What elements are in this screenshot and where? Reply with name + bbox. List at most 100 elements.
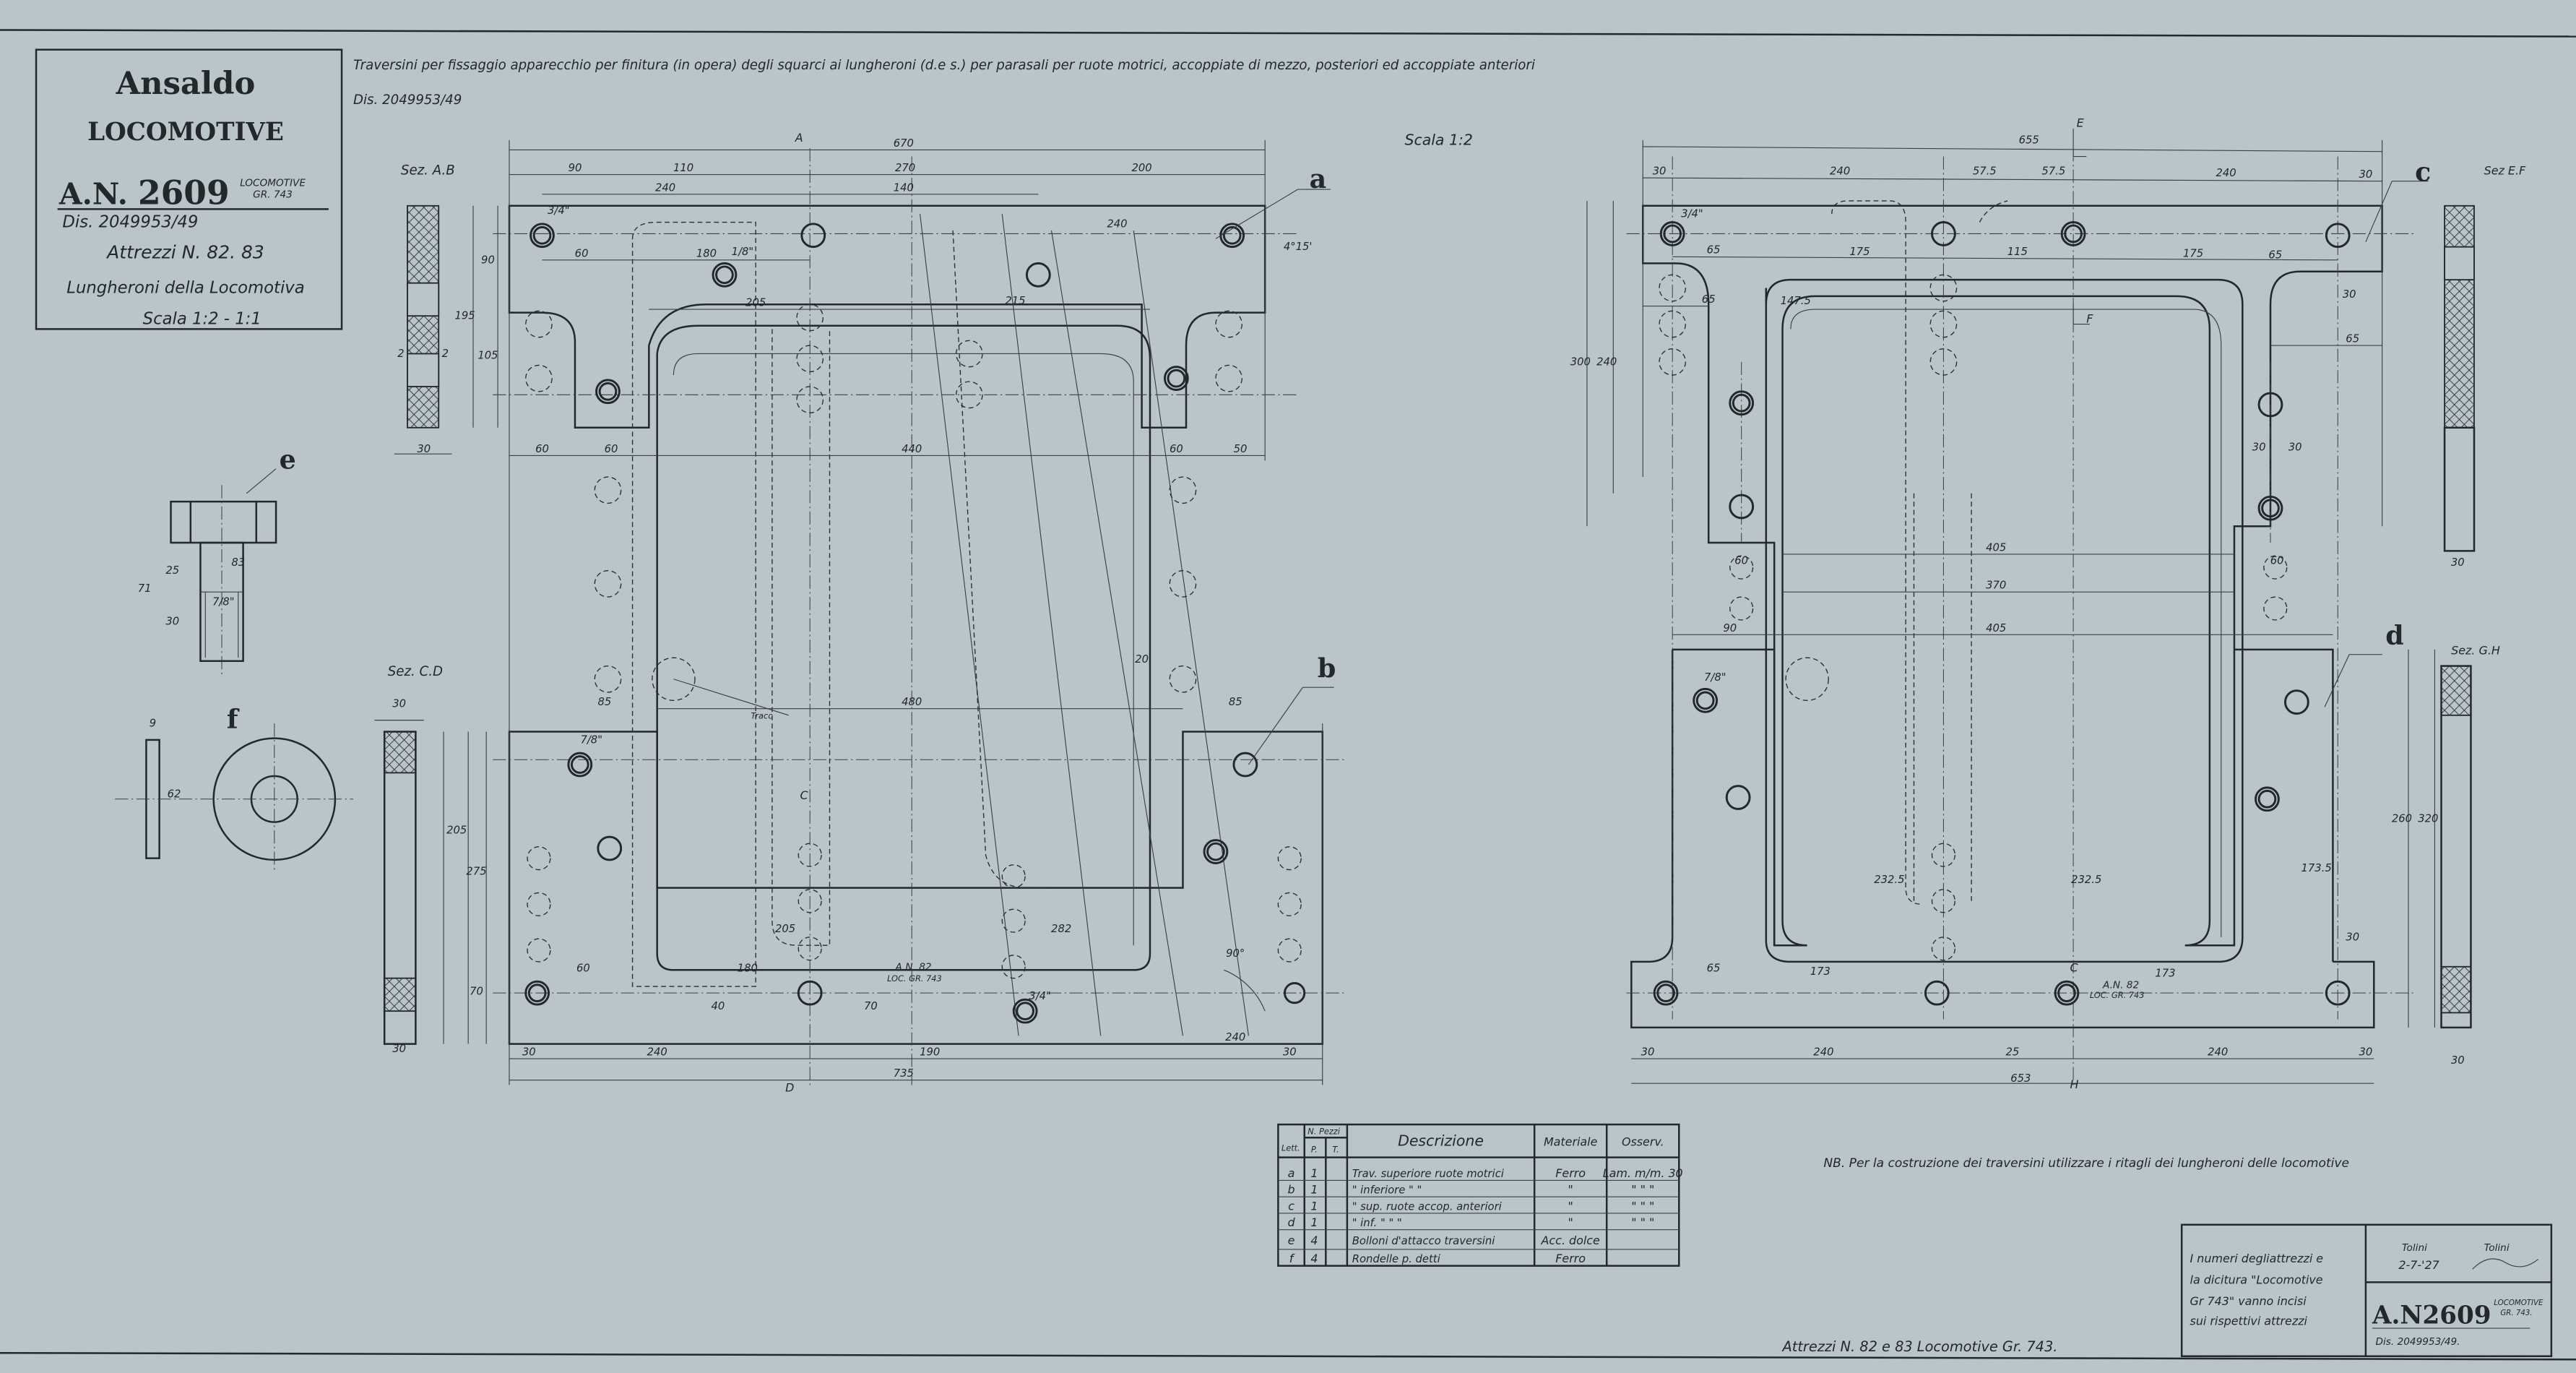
table-cell-material: ": [1568, 1215, 1573, 1229]
dimension: 240: [1830, 165, 1850, 178]
section-ab-label: Sez. A.B: [401, 163, 455, 178]
table-cell-p: 4: [1310, 1252, 1318, 1265]
dimension: 90°: [1226, 947, 1245, 960]
dimension: 2: [442, 348, 449, 360]
company-name: Ansaldo: [116, 65, 256, 102]
nb-note: NB. Per la costruzione dei traversini ut…: [1823, 1156, 2349, 1171]
dimension: 275: [466, 865, 486, 877]
dimension: 57.5: [2041, 165, 2065, 178]
table-cell-lett: e: [1288, 1234, 1295, 1247]
dimension: 670: [894, 137, 914, 150]
dimension: 30: [2346, 931, 2359, 943]
dimension: 25: [2006, 1046, 2020, 1059]
table-cell-p: 1: [1310, 1166, 1318, 1180]
washer-label-f: f: [227, 704, 240, 735]
dimension: 735: [894, 1067, 914, 1080]
washer-f-detail: f 62 9: [115, 704, 353, 871]
dimension: 65: [2268, 249, 2282, 262]
dimension: 2: [397, 348, 404, 360]
section-gh-label: Sez. G.H: [2451, 644, 2500, 658]
stamp-loco-line2: GR. 743.: [2500, 1309, 2532, 1317]
dimension: 110: [673, 162, 693, 174]
table-cell-material: Ferro: [1555, 1166, 1586, 1180]
dimension: 232.5: [1874, 874, 1904, 886]
table-cell-notes: " " ": [1631, 1183, 1654, 1197]
stamp-an-number: A.N2609: [2372, 1301, 2491, 1330]
dimension: 480: [902, 696, 922, 708]
dimension: 655: [2019, 134, 2039, 146]
dimension: 200: [1131, 162, 1151, 174]
dimension: 85: [598, 696, 612, 708]
table-cell-lett: b: [1287, 1183, 1295, 1197]
dimension: 115: [2007, 246, 2028, 258]
marker-E: E: [2077, 116, 2085, 130]
right-assembly-view: [1586, 128, 2476, 1085]
division-name: LOCOMOTIVE: [87, 118, 284, 147]
dimension: 60: [1170, 443, 1183, 455]
dimension: 653: [2010, 1072, 2031, 1085]
dimension: 30: [1641, 1046, 1655, 1059]
dimension: 65: [2346, 333, 2359, 345]
dimension: 30: [522, 1046, 536, 1059]
table-cell-material: ": [1568, 1199, 1573, 1213]
table-cell-description: Trav. superiore ruote motrici: [1352, 1168, 1505, 1180]
dimension: 140: [894, 181, 914, 194]
dimension: 50: [1234, 443, 1248, 455]
bolt-label-e: e: [280, 444, 296, 475]
engraving-note-3: Gr 743" vanno incisi: [2190, 1294, 2307, 1308]
dimension: 40: [711, 1000, 725, 1012]
dimension: 405: [1986, 541, 2006, 554]
stamp-loco-line1: LOCOMOTIVE: [2494, 1299, 2543, 1307]
part-label-a: a: [1310, 163, 1327, 194]
dimension: 4°15': [1284, 241, 1313, 253]
header-scale: Scala 1:2: [1404, 132, 1472, 149]
dimension: 215: [1005, 295, 1025, 307]
title-scale: Scala 1:2 - 1:1: [143, 310, 262, 329]
title-block: Ansaldo LOCOMOTIVE A.N. 2609 LOCOMOTIVE …: [35, 48, 343, 330]
right-dimensions: 655 30 240 57.5 57.5 240 30 65 175 115 1…: [1570, 134, 2465, 1085]
dimension: 405: [1986, 622, 2006, 634]
marker-F: F: [2086, 311, 2093, 325]
title-tools: Attrezzi N. 82. 83: [105, 242, 264, 263]
trace-label: Tracc: [751, 710, 773, 720]
dimension: 240: [1107, 218, 1127, 230]
section-ef-label: Sez E.F: [2484, 164, 2526, 178]
col-description: Descrizione: [1398, 1132, 1484, 1150]
engraving-and-approval-block: I numeri degliattrezzi e la dicitura "Lo…: [2180, 1223, 2553, 1358]
dimension: 240: [655, 181, 675, 194]
dimension: 30: [392, 697, 406, 710]
marker-C: C: [800, 788, 809, 802]
table-cell-description: " sup. ruote accop. anteriori: [1352, 1200, 1503, 1213]
dimension: 240: [2208, 1046, 2228, 1059]
left-dimensions: 670 90 110 270 200 240 140 60 180 205 21…: [392, 137, 1312, 1080]
engraving-note-2: la dicitura "Locomotive: [2190, 1273, 2323, 1287]
left-view-labels: Sez. A.B Sez. C.D A C D a b A.N. 82 LOC.…: [388, 131, 1336, 1095]
part-label-b: b: [1318, 653, 1336, 684]
part-label-d: d: [2385, 620, 2403, 651]
dimension: 30: [1653, 165, 1667, 178]
dimension: 175: [2183, 247, 2203, 259]
marker-A: A: [795, 131, 803, 145]
dimension: 7/8": [1704, 671, 1726, 684]
dimension: 90: [481, 254, 495, 266]
table-cell-p: 1: [1310, 1215, 1318, 1229]
dimension: 65: [1707, 244, 1721, 257]
dimension: 173: [2155, 967, 2175, 979]
dimension: 147.5: [1781, 295, 1811, 307]
col-t: T.: [1332, 1145, 1339, 1155]
col-p: P.: [1311, 1145, 1318, 1155]
dimension: 90: [1723, 622, 1737, 634]
dimension: 300: [1570, 356, 1591, 368]
dimension: 30: [2451, 1054, 2465, 1067]
dimension: 20: [1135, 653, 1149, 666]
an-label: A.N.: [59, 177, 128, 212]
dimension: 1/8": [732, 246, 754, 258]
table-cell-notes: " " ": [1631, 1215, 1654, 1229]
table-cell-material: Acc. dolce: [1541, 1234, 1600, 1247]
dimension: 240: [647, 1046, 667, 1059]
dimension: 30: [165, 616, 179, 628]
engraving-note-1: I numeri degliattrezzi e: [2190, 1252, 2324, 1265]
